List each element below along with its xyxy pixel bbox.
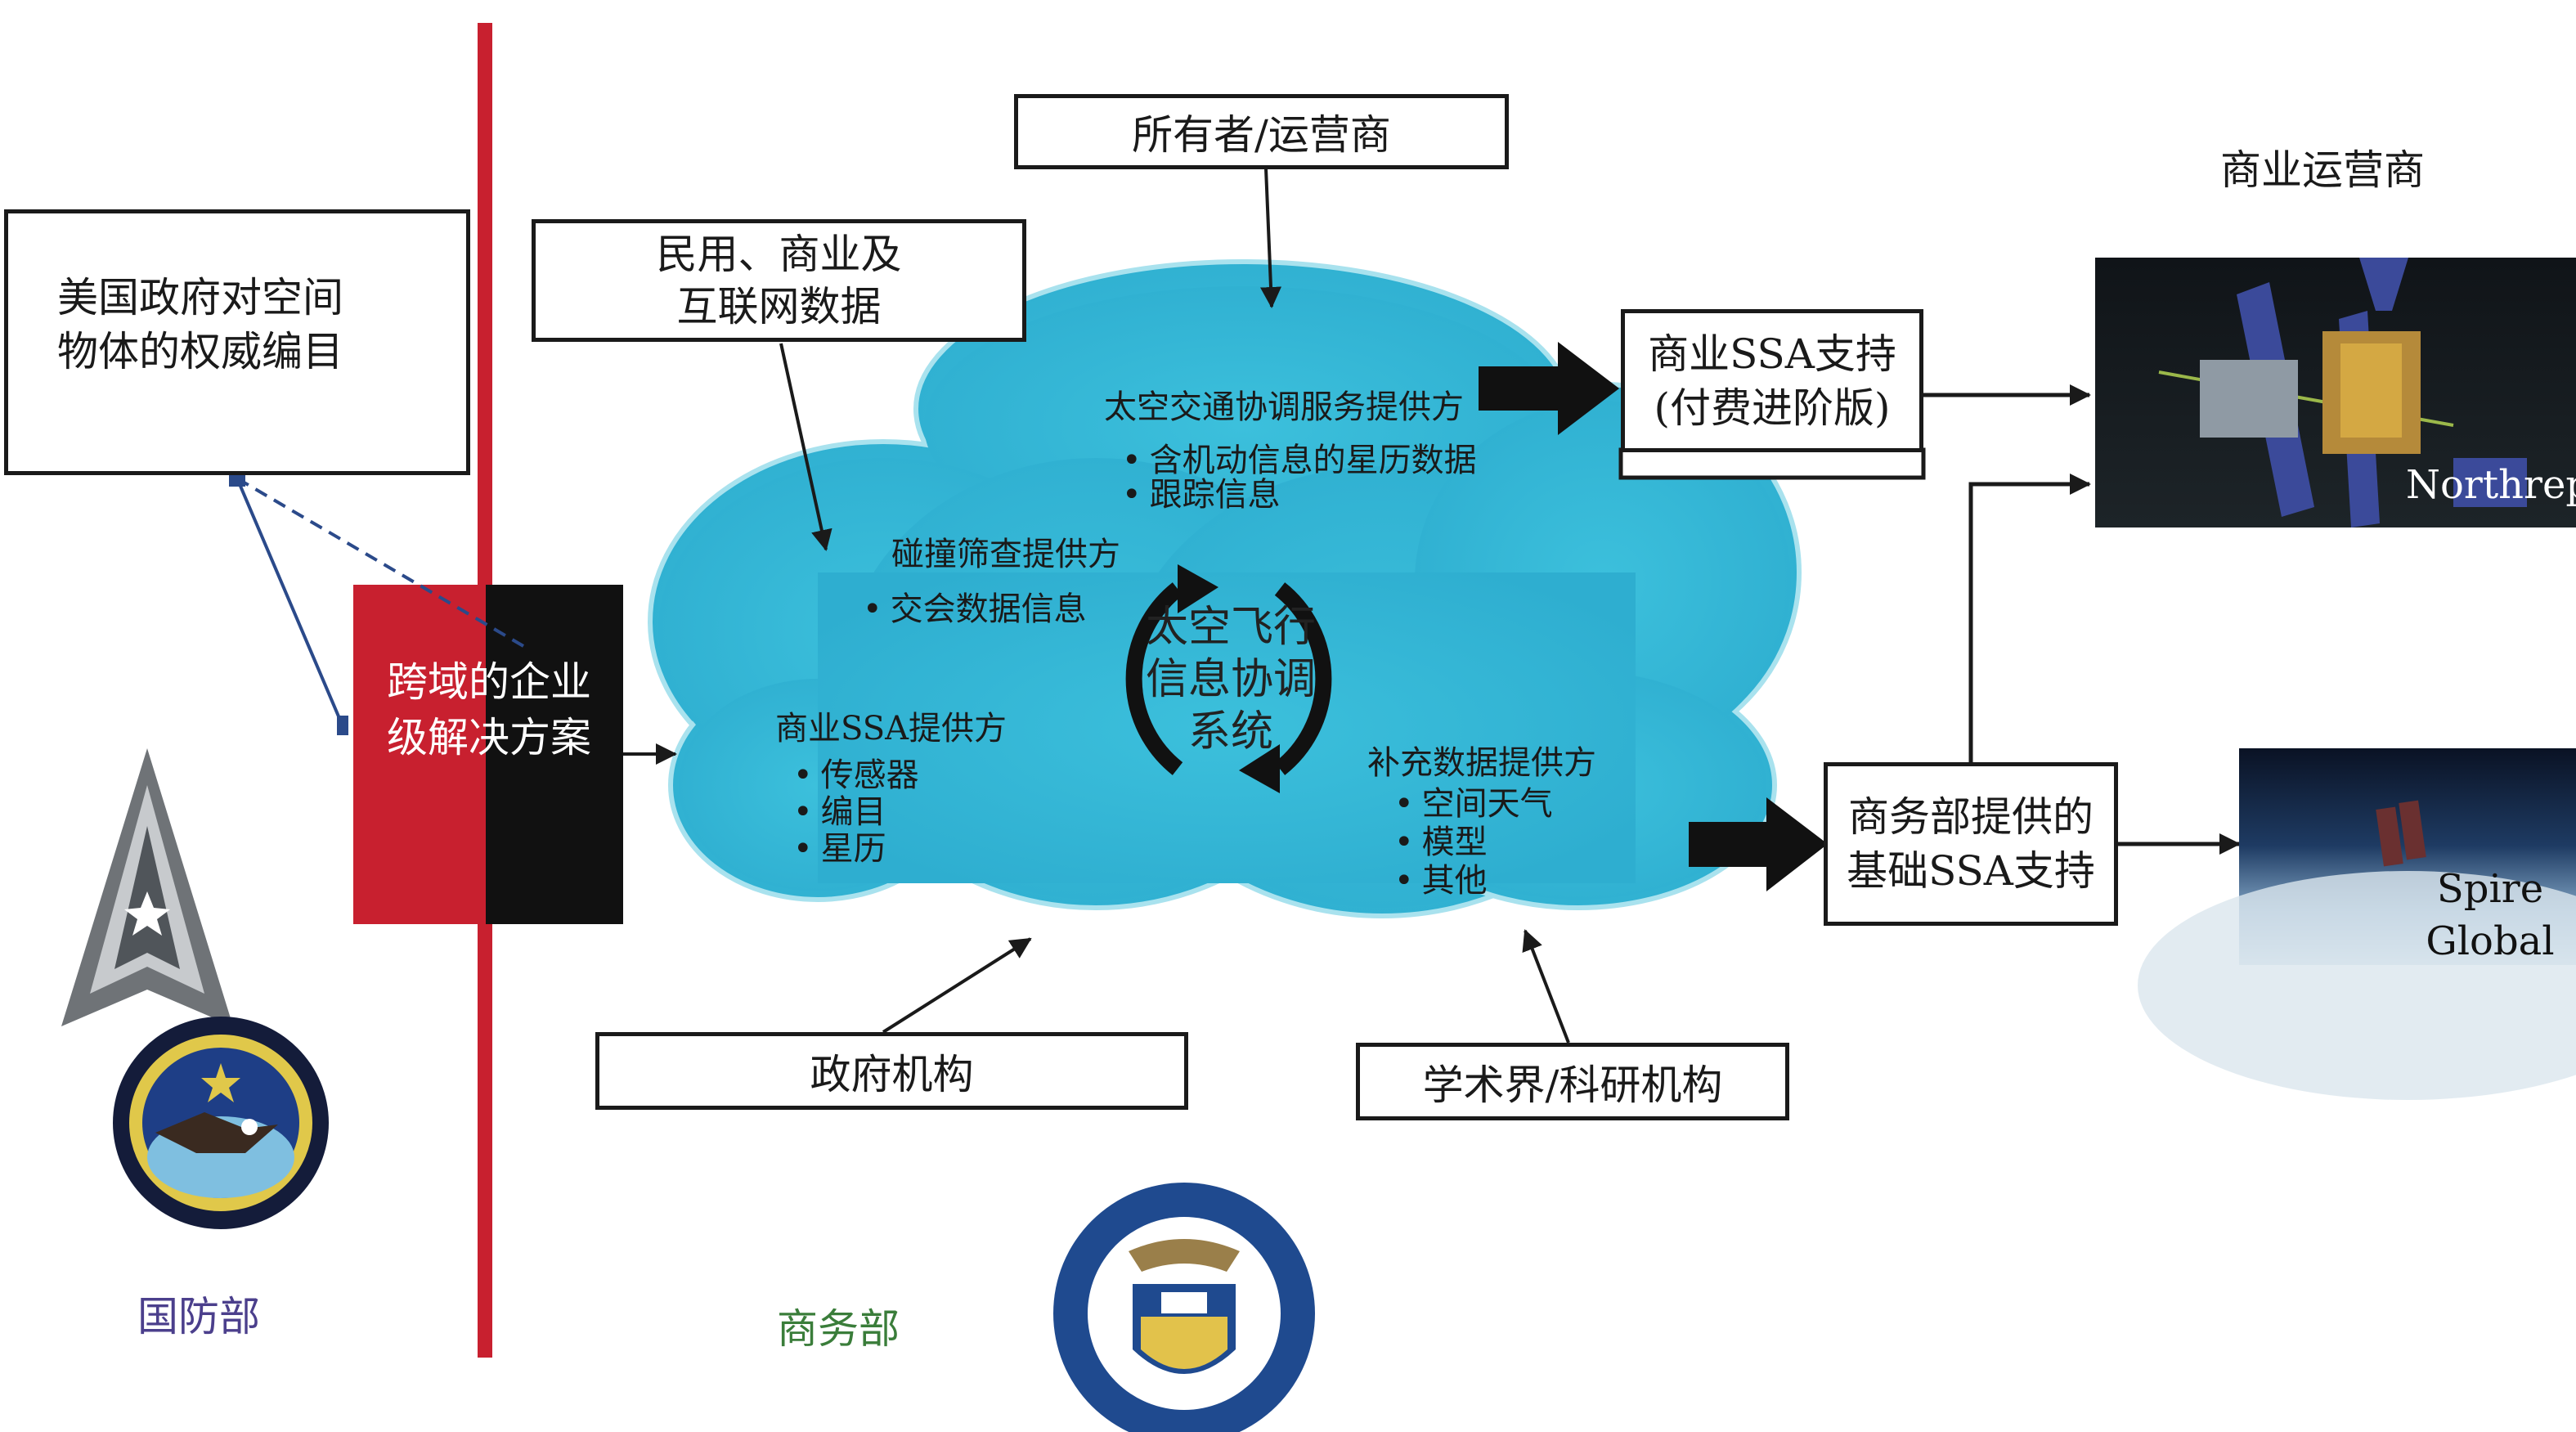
commercial-ssa-provider-item-3: 星历 <box>793 822 886 869</box>
supplementary-provider-title: 补充数据提供方 <box>1367 744 1596 782</box>
commercial-ssa-box: 商业SSA支持(付费进阶版) <box>1621 309 1923 452</box>
commercial-ssa-text: 商业SSA支持(付费进阶版) <box>1648 330 1896 432</box>
dod-label: 国防部 <box>137 1293 260 1340</box>
commercial-operators-label: 商业运营商 <box>2220 146 2425 194</box>
academia-box: 学术界/科研机构 <box>1356 1043 1789 1120</box>
cross-domain-text: 跨域的企业级解决方案 <box>387 658 591 761</box>
owner-operator-text: 所有者/运营商 <box>1132 111 1391 159</box>
northrop-satellite-image <box>2095 258 2576 527</box>
doc-label: 商务部 <box>777 1305 900 1353</box>
commerce-basic-ssa-text: 商务部提供的基础SSA支持 <box>1847 793 2095 895</box>
spire-label: Spire Global <box>2426 866 2555 964</box>
traffic-provider-item-2: 跟踪信息 <box>1122 468 1281 515</box>
academia-text: 学术界/科研机构 <box>1422 1061 1723 1109</box>
commerce-basic-ssa-box: 商务部提供的基础SSA支持 <box>1824 762 2118 926</box>
government-agencies-box: 政府机构 <box>595 1032 1188 1110</box>
authority-catalog-box: 美国政府对空间物体的权威编目 <box>4 209 470 475</box>
spire-satellite-image <box>2138 748 2576 1100</box>
government-agencies-text: 政府机构 <box>810 1050 974 1098</box>
northrop-label: Northrep <box>2406 462 2576 508</box>
authority-catalog-text: 美国政府对空间物体的权威编目 <box>57 274 343 375</box>
collision-provider-item-1: 交会数据信息 <box>863 582 1087 630</box>
coordination-system-center-text: 太空飞行信息协调系统 <box>1145 603 1316 756</box>
civil-commercial-data-box: 民用、商业及互联网数据 <box>532 219 1026 342</box>
cross-domain-block-red <box>353 585 486 924</box>
supplementary-provider-item-3: 其他 <box>1394 854 1488 901</box>
collision-provider-title: 碰撞筛查提供方 <box>891 536 1120 573</box>
thick-arrow-to-commercial-ssa <box>1479 342 1619 435</box>
cross-domain-block-black <box>486 585 623 924</box>
traffic-provider-title: 太空交通协调服务提供方 <box>1104 388 1464 426</box>
commercial-ssa-provider-title: 商业SSA提供方 <box>775 710 1007 747</box>
space-control-squadron-patch-icon <box>113 1017 329 1229</box>
cycle-arrows-icon <box>1125 582 1332 775</box>
department-of-commerce-seal-icon <box>1053 1183 1315 1432</box>
owner-operator-box: 所有者/运营商 <box>1014 94 1509 169</box>
civil-commercial-data-text: 民用、商业及互联网数据 <box>656 231 902 330</box>
thick-arrow-to-basic-ssa <box>1689 797 1828 891</box>
space-force-delta-icon <box>61 748 233 1026</box>
